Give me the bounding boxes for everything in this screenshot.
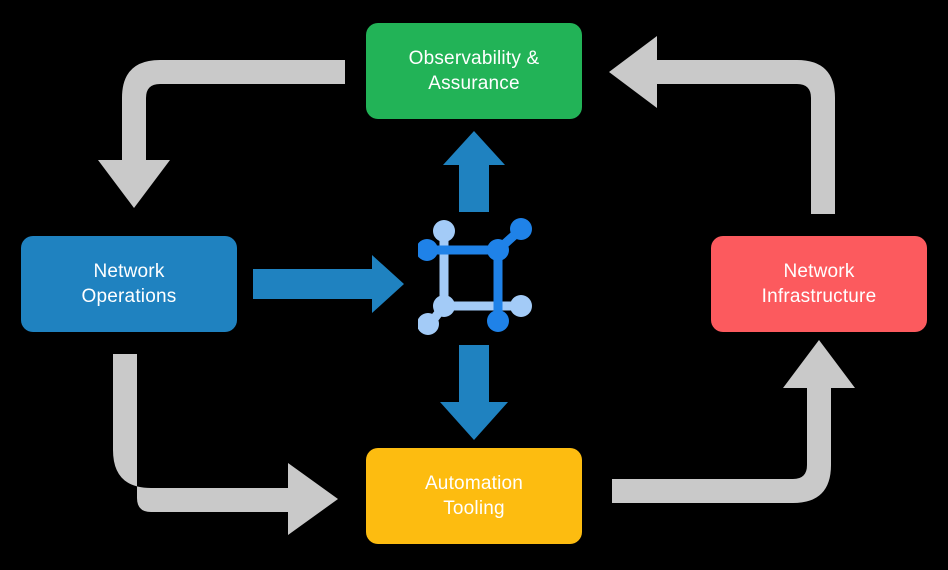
node-label-network-operations: Network Operations xyxy=(81,260,177,307)
blue-arrow-ops-to-center xyxy=(253,255,404,313)
node-box-network-infrastructure[interactable]: Network Infrastructure xyxy=(711,236,927,332)
graph-nodes-secondary xyxy=(418,220,532,335)
node-box-observability[interactable]: Observability & Assurance xyxy=(366,23,582,119)
cycle-arrow-infrastructure-to-observability xyxy=(609,36,835,214)
cycle-arrow-automation-to-infrastructure xyxy=(612,340,855,503)
blue-arrow-center-to-automation xyxy=(440,345,508,440)
blue-arrow-center-to-observability xyxy=(443,131,505,212)
cycle-arrow-observability-to-operations xyxy=(98,60,345,208)
node-box-automation-tooling[interactable]: Automation Tooling xyxy=(366,448,582,544)
node-label-observability: Observability & Assurance xyxy=(408,47,540,94)
node-label-automation-tooling: Automation Tooling xyxy=(424,472,524,519)
node-label-network-infrastructure: Network Infrastructure xyxy=(761,260,877,307)
node-box-network-operations[interactable]: Network Operations xyxy=(21,236,237,332)
graph-nodes-primary xyxy=(418,218,532,332)
cycle-arrow-operations-to-automation xyxy=(113,354,338,535)
network-graph-icon xyxy=(418,218,532,335)
